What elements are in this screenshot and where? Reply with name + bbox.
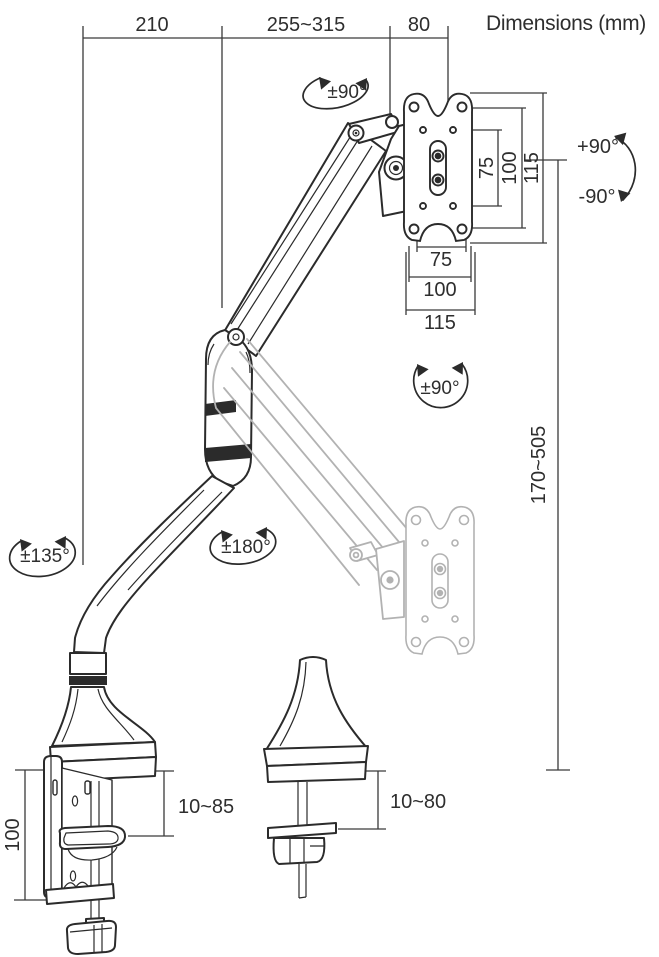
clamp-pad-bowl	[67, 846, 118, 861]
ball-joint-ring	[388, 160, 404, 176]
vesa-rotation-circle	[412, 363, 469, 409]
dim-label-height-range: 170~505	[528, 426, 550, 504]
clamp-slot-left	[52, 779, 58, 796]
tilt-arrow-down	[614, 189, 631, 204]
dim-line-vesa-115-vertical	[470, 92, 547, 244]
grommet-rod-upper	[297, 782, 308, 828]
dim-line-vesa-100-horizontal	[408, 246, 472, 282]
labels: 210 255~315 80 Dimensions (mm) ±90° +90°…	[2, 12, 646, 852]
lower-arm	[73, 475, 235, 654]
grommet-trunk	[265, 656, 368, 751]
grommet-block-facets	[289, 838, 324, 863]
dim-label-head-offset: 80	[408, 14, 430, 36]
angle-label-tilt-up: +90°	[577, 136, 619, 158]
clamp-pad-rim	[63, 830, 119, 846]
clamp-knob-facets	[69, 924, 113, 953]
dim-label-clamp-range: 10~85	[178, 796, 234, 818]
dim-label-vesa-115-horizontal: 115	[424, 312, 456, 334]
grommet-rod-lower	[298, 864, 307, 899]
ghost-arm-position	[212, 338, 475, 655]
dim-label-vesa-75-vertical: 75	[476, 157, 498, 179]
clamp-stud-upper	[90, 781, 100, 830]
dim-label-rear-extension: 210	[135, 14, 168, 36]
angle-label-tilt-down: -90°	[579, 186, 616, 208]
dim-label-arm-reach: 255~315	[267, 14, 345, 36]
upper-arm-detail-lines	[230, 130, 373, 345]
clamp-pad	[58, 825, 127, 850]
angle-label-head-swivel: ±90°	[327, 82, 366, 103]
dim-label-grommet-range: 10~80	[390, 791, 446, 813]
clamp-slot-right	[84, 780, 91, 795]
clamp-back-plate	[43, 755, 63, 899]
dim-line-vesa-115-horizontal	[405, 252, 476, 315]
clamp-knob	[65, 919, 117, 955]
head-swivel-ellipse	[302, 77, 369, 110]
vesa-plate-ghost	[405, 505, 475, 655]
clamp-hole-lower	[69, 870, 77, 882]
dim-label-vesa-100-vertical: 100	[499, 151, 521, 184]
grommet-base-front	[266, 761, 367, 783]
head-pivot-ring	[352, 129, 360, 137]
dim-label-vesa-100-horizontal: 100	[423, 279, 456, 301]
ghost-head-pivot	[349, 548, 363, 562]
grommet-base	[263, 656, 369, 899]
vesa-plate-main	[402, 92, 474, 242]
ghost-head-pivot-center	[352, 551, 360, 559]
angle-label-base-swivel: ±135°	[20, 546, 70, 567]
elbow-strap	[205, 400, 236, 416]
dim-label-vesa-75-horizontal: 75	[430, 249, 452, 271]
head-assembly	[347, 92, 474, 242]
head-axle-cap	[385, 115, 399, 129]
upper-arm	[223, 122, 387, 357]
elbow-pivot-center	[232, 333, 240, 341]
clamp-bottom-flange	[45, 883, 115, 905]
dim-line-height-range	[524, 159, 570, 771]
dim-label-clamp-height: 100	[2, 818, 24, 851]
page-title: Dimensions (mm)	[486, 12, 646, 35]
arm-swivel-ellipse	[209, 528, 277, 565]
dimension-lines	[14, 26, 570, 901]
clamp-trunk-contours	[61, 688, 135, 743]
ball-joint-center	[393, 165, 399, 171]
post-collar	[69, 652, 107, 675]
post-collar-ring	[69, 676, 107, 685]
grommet-trunk-contour	[279, 661, 307, 747]
arm-assembly	[43, 122, 387, 955]
grommet-clamp-block	[272, 837, 326, 865]
head-pivot-center	[354, 131, 358, 135]
clamp-hole-upper	[71, 795, 79, 807]
rotation-annotations	[8, 72, 637, 578]
lower-arm-detail-lines	[96, 489, 223, 607]
ghost-ball-center	[386, 576, 394, 584]
angle-label-arm-swivel: ±180°	[221, 537, 271, 558]
grommet-washer	[267, 822, 337, 839]
ghost-arm-lines	[212, 338, 409, 586]
dim-line-clamp-range	[128, 770, 174, 837]
clamp-trunk	[51, 686, 156, 747]
base-swivel-ellipse	[8, 537, 77, 578]
elbow-pivot	[227, 328, 245, 346]
dim-label-vesa-115-vertical: 115	[521, 152, 543, 184]
elbow-collar	[205, 444, 251, 462]
angle-label-vesa-rotation: ±90°	[420, 378, 459, 399]
